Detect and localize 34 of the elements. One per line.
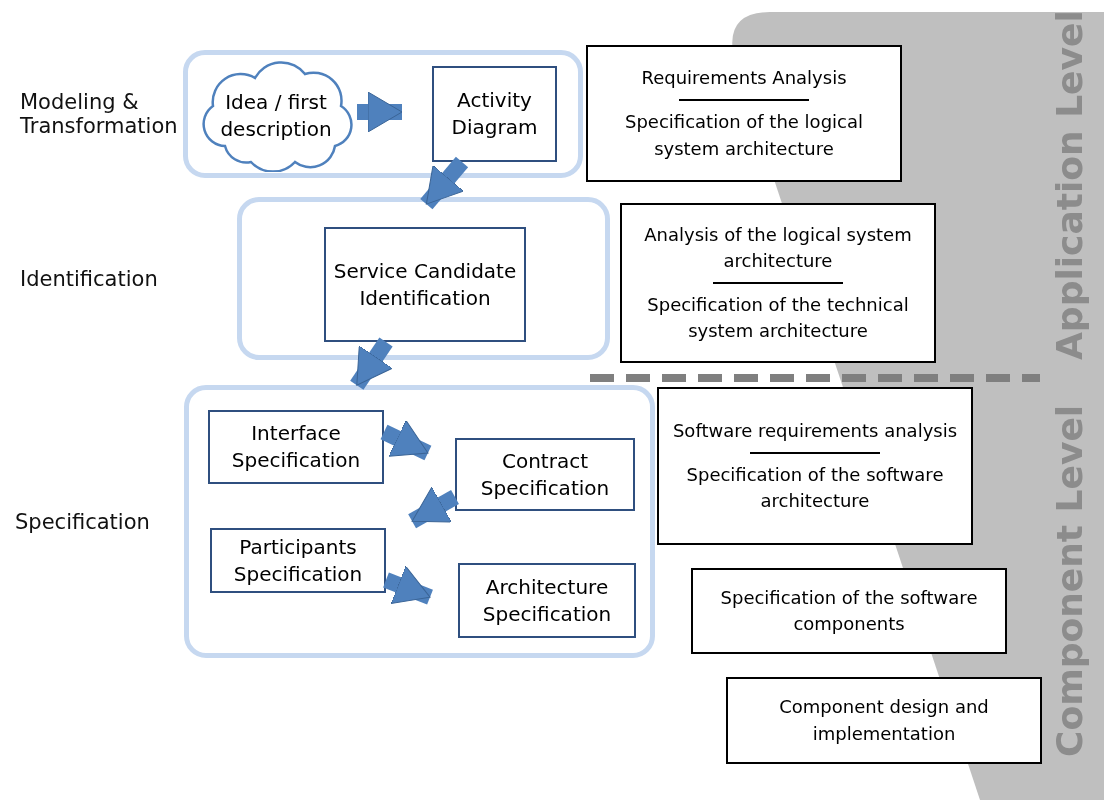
node-label: Service Candidate Identification	[332, 257, 518, 312]
arrow	[420, 156, 469, 210]
node-label: Contract Specification	[479, 447, 611, 502]
phase-text: Specification of the software architecture	[685, 462, 945, 514]
arrow	[357, 91, 403, 133]
phase-text: Analysis of the logical system architecture	[643, 222, 913, 273]
node-label: Participants Specification	[232, 533, 364, 588]
arrow	[408, 486, 459, 529]
phase-text: Component design and implementation	[778, 695, 990, 746]
phase-box	[726, 677, 1042, 764]
phase-text: Software requirements analysis	[672, 418, 958, 443]
process-box	[458, 563, 636, 638]
group-heading: Specification	[15, 508, 151, 536]
process-box	[210, 528, 386, 593]
phase-text: Requirements Analysis	[641, 66, 847, 91]
phase-box	[691, 568, 1007, 654]
phase-box	[657, 387, 973, 545]
group-heading: Modeling & Transformation	[20, 89, 179, 140]
phase-text: Specification of the software components	[719, 585, 979, 636]
node-label: Idea / first description	[219, 89, 333, 143]
process-box	[455, 438, 635, 511]
phase-text: Specification of the logical system architecture	[624, 110, 864, 161]
arrow	[383, 565, 433, 605]
node-label: Activity Diagram	[450, 87, 539, 141]
phase-text: Specification of the technical system architecture	[646, 293, 910, 344]
group-heading: Identification	[20, 265, 159, 293]
phase-box	[620, 203, 936, 363]
phase-box	[586, 45, 902, 182]
node-label: Architecture Specification	[481, 573, 613, 628]
process-box	[324, 227, 526, 342]
node-label: Interface Specification	[230, 420, 362, 474]
process-box	[432, 66, 557, 162]
process-box	[208, 410, 384, 484]
arrow	[380, 419, 432, 461]
